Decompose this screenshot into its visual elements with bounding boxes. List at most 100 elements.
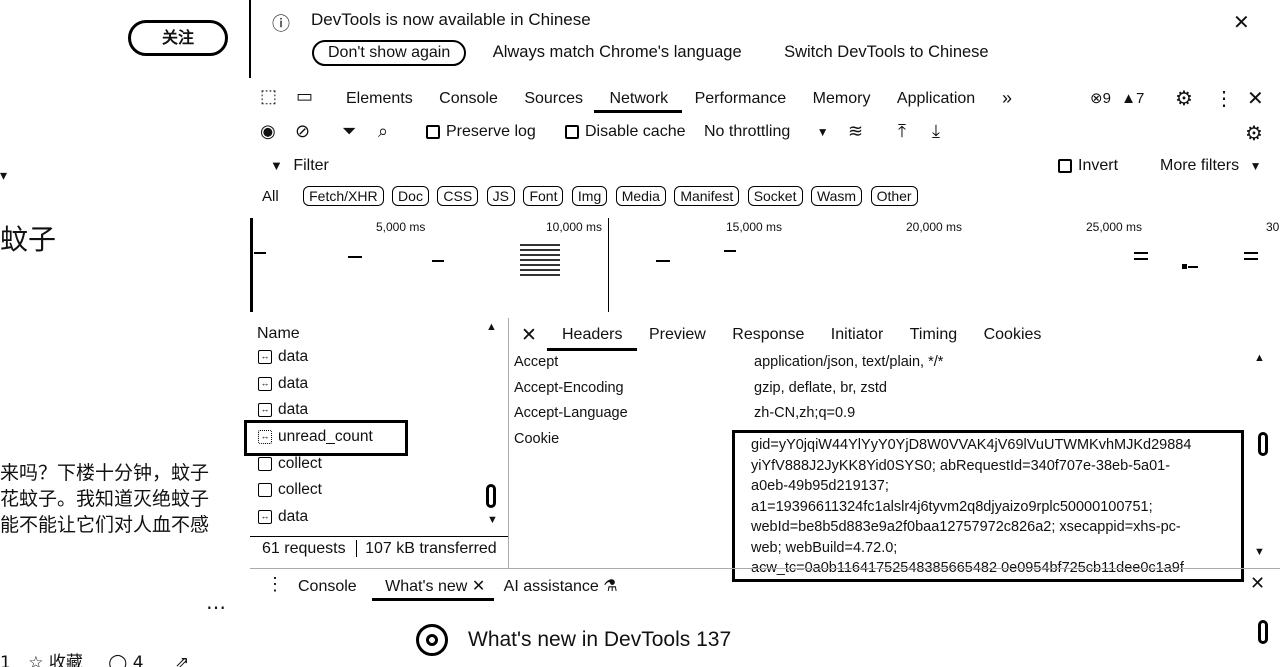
invert-checkbox[interactable]: Invert (1058, 157, 1118, 175)
drawer-menu-icon[interactable]: ⋮ (266, 574, 284, 594)
network-settings-icon[interactable]: ⚙ (1245, 123, 1263, 145)
active-drawer-tab-indicator (372, 598, 494, 601)
disable-cache-checkbox[interactable]: Disable cache (565, 123, 686, 141)
tab-console[interactable]: Console (439, 90, 498, 107)
type-filter-font[interactable]: Font (523, 186, 564, 206)
more-filters-button[interactable]: More filters ▼ (1160, 157, 1262, 174)
tab-application[interactable]: Application (896, 90, 976, 107)
header-value: gzip, deflate, br, zstd (754, 379, 887, 396)
scroll-down-icon[interactable]: ▼ (1254, 546, 1265, 558)
close-detail-icon[interactable]: ✕ (521, 325, 537, 346)
network-conditions-icon[interactable]: ≋ (848, 121, 864, 141)
type-filter-all[interactable]: All (262, 188, 279, 205)
comment-count: 4 (132, 653, 144, 667)
filter-funnel-icon[interactable]: ⏷ (342, 121, 357, 141)
kebab-menu-icon[interactable]: ⋮ (1214, 88, 1234, 110)
tab-network[interactable]: Network (609, 90, 669, 107)
drawer-tab-console[interactable]: Console (298, 578, 357, 595)
close-tab-icon[interactable]: ✕ (471, 578, 486, 595)
type-filter-socket[interactable]: Socket (747, 186, 803, 206)
request-row[interactable]: collect (258, 477, 458, 504)
like-count: 1 (0, 653, 11, 667)
error-count: 9 (1102, 90, 1111, 107)
request-row[interactable]: ↔data (258, 371, 458, 398)
header-name: Accept-Encoding (514, 379, 624, 396)
tab-response[interactable]: Response (732, 326, 805, 343)
tab-preview[interactable]: Preview (648, 326, 706, 343)
import-har-icon[interactable]: ⤒ (898, 121, 906, 141)
request-list: ↔data ↔data ↔data ↔unread_count collect … (258, 344, 458, 530)
detail-scrollbar-thumb[interactable] (1258, 432, 1268, 456)
share-icon[interactable]: ⇗ (174, 653, 190, 667)
tab-headers[interactable]: Headers (562, 326, 623, 343)
comment-icon[interactable]: ◯ (108, 653, 128, 667)
header-name: Accept (514, 354, 559, 370)
timeline-tick: 10,000 ms (546, 220, 603, 234)
list-scrollbar-thumb[interactable] (486, 484, 496, 508)
timeline-request-bar (1134, 252, 1148, 254)
sort-ascending-icon[interactable]: ▲ (486, 321, 497, 333)
name-column-header[interactable]: Name (257, 325, 300, 342)
tab-sources[interactable]: Sources (524, 90, 584, 107)
type-filter-img[interactable]: Img (571, 186, 608, 206)
drawer-scrollbar-thumb[interactable] (1258, 620, 1268, 644)
export-har-icon[interactable]: ⤓ (932, 121, 940, 141)
drawer-divider[interactable] (250, 568, 1280, 569)
follow-button[interactable]: 关注 (128, 20, 228, 56)
request-row[interactable]: collect (258, 450, 458, 477)
tab-elements[interactable]: Elements (346, 90, 413, 107)
tab-memory[interactable]: Memory (812, 90, 871, 107)
type-filter-other[interactable]: Other (870, 186, 918, 206)
pane-splitter[interactable] (508, 318, 509, 568)
settings-icon[interactable]: ⚙ (1175, 88, 1193, 110)
scroll-up-icon[interactable]: ▲ (1254, 352, 1265, 364)
scroll-down-icon[interactable]: ▼ (487, 514, 498, 526)
request-row[interactable]: ↔data (258, 344, 458, 371)
tab-initiator[interactable]: Initiator (830, 326, 884, 343)
timeline-overview[interactable]: 5,000 ms 10,000 ms 15,000 ms 20,000 ms 2… (250, 214, 1280, 314)
warning-icon: ▲ (1121, 90, 1136, 107)
more-icon[interactable]: … (206, 590, 226, 614)
issues-counter[interactable]: ⊗9 ▲7 (1090, 89, 1144, 107)
more-tabs-icon[interactable]: » (1002, 88, 1013, 108)
throttling-select[interactable]: No throttling ▼ (704, 123, 829, 140)
close-icon[interactable]: ✕ (1233, 12, 1250, 34)
preserve-log-checkbox[interactable]: Preserve log (426, 123, 536, 141)
switch-chinese-button[interactable]: Switch DevTools to Chinese (784, 43, 989, 61)
close-devtools-icon[interactable]: ✕ (1247, 88, 1264, 110)
chevron-down-icon: ▼ (816, 125, 829, 139)
filter-input[interactable]: ▼ Filter (270, 157, 329, 174)
type-filter-fetch[interactable]: Fetch/XHR (303, 186, 384, 206)
type-filter-wasm[interactable]: Wasm (810, 186, 863, 206)
request-row[interactable]: ↔data (258, 397, 458, 424)
dont-show-again-button[interactable]: Don't show again (312, 40, 467, 66)
timeline-tick: 5,000 ms (376, 220, 426, 234)
header-name: Accept-Language (514, 405, 628, 421)
cookie-value[interactable]: gid=yY0jqiW44YlYyY0YjD8W0VVAK4jV69lVuUTW… (732, 430, 1244, 582)
requests-summary: 61 requests 107 kB transferred (262, 540, 497, 558)
timeline-tick: 15,000 ms (726, 220, 783, 234)
close-drawer-icon[interactable]: ✕ (1250, 573, 1266, 593)
type-filter-media[interactable]: Media (615, 186, 666, 206)
device-toolbar-icon[interactable]: ▭ (296, 86, 314, 106)
inspect-icon[interactable]: ⬚ (260, 86, 278, 106)
request-row[interactable]: ↔data (258, 504, 458, 531)
record-icon[interactable]: ◉ (260, 121, 276, 141)
type-filter-css[interactable]: CSS (437, 186, 479, 206)
type-filter-doc[interactable]: Doc (392, 186, 429, 206)
type-filter-js[interactable]: JS (486, 186, 515, 206)
funnel-icon: ▼ (270, 158, 283, 173)
tab-performance[interactable]: Performance (694, 90, 787, 107)
request-row-selected[interactable]: ↔unread_count (258, 424, 458, 451)
pane-divider[interactable] (249, 0, 251, 78)
tab-timing[interactable]: Timing (909, 326, 958, 343)
clear-icon[interactable]: ⊘ (295, 121, 311, 141)
type-filter-manifest[interactable]: Manifest (674, 186, 740, 206)
star-icon[interactable]: ☆ (28, 653, 44, 667)
collect-label[interactable]: 收藏 (48, 653, 83, 667)
search-icon[interactable]: ⌕ (378, 121, 389, 141)
tab-cookies[interactable]: Cookies (983, 326, 1042, 343)
drawer-tab-whats-new[interactable]: What's new ✕ (385, 578, 486, 595)
match-language-button[interactable]: Always match Chrome's language (492, 43, 742, 61)
drawer-tab-ai-assistance[interactable]: AI assistance ⚗ (503, 578, 618, 595)
